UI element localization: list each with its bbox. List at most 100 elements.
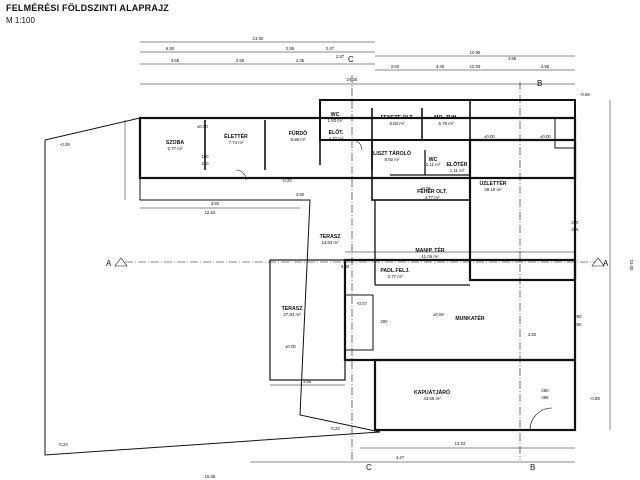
room-area: 11.06 m² bbox=[421, 254, 439, 259]
section-marker: C bbox=[348, 55, 354, 64]
drawing-title: FELMÉRÉSI FÖLDSZINTI ALAPRAJZ bbox=[6, 3, 169, 13]
dimension-text: 3.00 bbox=[341, 264, 350, 269]
dimension-text: 255 bbox=[571, 227, 579, 232]
dimension-text: 13.02 bbox=[455, 441, 466, 446]
level-marker: -0.88 bbox=[580, 92, 590, 97]
section-marker: B bbox=[530, 463, 535, 472]
dimension-text: 2.90 bbox=[296, 192, 305, 197]
dimension-text: 3.55 bbox=[171, 58, 180, 63]
room-name: FEHÉR OLT. bbox=[417, 187, 447, 195]
dimension-text: 260 bbox=[541, 388, 549, 393]
room-name: FÜRDŐ bbox=[289, 130, 307, 137]
room-name: FEKETE OLT. bbox=[381, 115, 414, 121]
room-area: 1.11 m² bbox=[426, 162, 441, 167]
room-area: 7.74 m² bbox=[229, 140, 244, 145]
wall-uzletter bbox=[468, 138, 577, 282]
dimension-texts: 24.25 13.30 10.95 6.50 2.55 2.47 3.55 2.… bbox=[166, 36, 634, 479]
room-name: WC bbox=[429, 157, 438, 163]
walls bbox=[44, 99, 577, 456]
dimension-text: 10.93 bbox=[470, 64, 481, 69]
courtyard-outline bbox=[44, 117, 381, 456]
dimension-text: 2.55 bbox=[236, 58, 245, 63]
dimension-lines bbox=[124, 41, 611, 463]
section-markers: A A B B C C bbox=[106, 55, 609, 472]
dimension-text: 4.35 bbox=[296, 58, 305, 63]
section-marker: B bbox=[537, 79, 542, 88]
dimension-text: 3.50 bbox=[528, 332, 537, 337]
room-area: 4.77 m² bbox=[425, 195, 440, 200]
room-area: 5.79 m² bbox=[439, 121, 454, 126]
section-marker: A bbox=[603, 259, 609, 268]
room-labels: SZOBA 5.77 m² ÉLETTÉR 7.74 m² FÜRDŐ 6.89… bbox=[166, 112, 507, 401]
dimension-text: 6.50 bbox=[166, 46, 175, 51]
door-swing bbox=[529, 407, 553, 431]
wall-terasz-south bbox=[269, 259, 346, 381]
section-marker: A bbox=[106, 259, 112, 268]
room-name: KAPUÁTJÁRÓ bbox=[414, 388, 450, 396]
dimension-text: 19.00 bbox=[629, 260, 634, 271]
dimension-text: 2.55 bbox=[286, 46, 295, 51]
room-name: ÉLETTÉR bbox=[224, 132, 248, 140]
room-area: 5.77 m² bbox=[168, 146, 183, 151]
dimension-text: 3.50 bbox=[211, 201, 220, 206]
dimension-text: 210 bbox=[201, 161, 209, 166]
dimension-text: 290 bbox=[574, 314, 582, 319]
stairs bbox=[344, 294, 374, 351]
level-marker: -0.28 bbox=[60, 142, 70, 147]
level-marker: ±0.00 bbox=[285, 344, 296, 349]
wall-kapuatjaro bbox=[373, 358, 577, 432]
room-area: 4.27 m² bbox=[329, 136, 344, 141]
dimension-text: 3.85 bbox=[303, 379, 312, 384]
level-marker: ±0.00 bbox=[484, 134, 495, 139]
room-name: ELŐTÉR bbox=[446, 160, 467, 168]
dimension-text: 12.62 bbox=[205, 210, 216, 215]
room-name: PADL.FELJ. bbox=[380, 268, 410, 274]
room-name: LISZT TÁROLÓ bbox=[373, 149, 411, 157]
section-triangle bbox=[591, 257, 605, 267]
section-lines bbox=[125, 75, 595, 460]
room-name: ÜZLETTÉR bbox=[479, 179, 506, 187]
dimension-text: 4.95 bbox=[541, 64, 550, 69]
room-name: TERASZ bbox=[320, 234, 342, 240]
dimension-text: 255 bbox=[574, 322, 582, 327]
level-marker: ±0.00 bbox=[197, 124, 208, 129]
dimension-text: 100 bbox=[201, 154, 209, 159]
dimension-text: 290 bbox=[571, 220, 579, 225]
room-name: MO.-ZUH. bbox=[434, 115, 458, 121]
door-swing bbox=[351, 139, 363, 151]
level-markers: ±0.00 -0.28 -0.20 -0.23 -0.23 ±0.00 -0.8… bbox=[58, 92, 600, 447]
dimension-text: 2.60 bbox=[391, 64, 400, 69]
room-area: 6.82 m² bbox=[390, 121, 405, 126]
room-area: 1.11 m² bbox=[450, 168, 465, 173]
wall-lower-block bbox=[343, 258, 577, 362]
level-marker: -0.23 bbox=[58, 442, 68, 447]
dimension-text: 24.25 bbox=[347, 77, 358, 82]
room-name: MUNKATÉR bbox=[455, 314, 485, 322]
room-area: 3.77 m² bbox=[388, 274, 403, 279]
room-area: 49.18 m² bbox=[484, 187, 502, 192]
dimension-text: 13.30 bbox=[253, 36, 264, 41]
room-name: TERASZ bbox=[282, 306, 304, 312]
level-marker: -0.88 bbox=[590, 396, 600, 401]
drawing-scale: M 1:100 bbox=[6, 16, 35, 25]
dimension-text: 3.45 bbox=[436, 64, 445, 69]
dimension-text: 290 bbox=[380, 319, 388, 324]
door-swing bbox=[235, 169, 247, 181]
room-name: WC bbox=[331, 112, 340, 118]
dimension-text: 4.95 bbox=[508, 56, 517, 61]
dimension-text: 15.36 bbox=[205, 474, 216, 479]
room-area: 27.93 m² bbox=[283, 312, 301, 317]
level-marker: -0.23 bbox=[330, 426, 340, 431]
dimension-text: 10.95 bbox=[470, 50, 481, 55]
dimension-text: 2.37 bbox=[336, 54, 345, 59]
level-marker: ±0.00 bbox=[540, 134, 551, 139]
stairs-top-right bbox=[554, 117, 576, 149]
section-marker: C bbox=[366, 463, 372, 472]
level-marker: +0.07 bbox=[356, 301, 367, 306]
level-marker: -0.20 bbox=[282, 178, 292, 183]
room-area: 1.93 m² bbox=[328, 118, 343, 123]
room-area: 14.93 m² bbox=[321, 240, 339, 245]
room-area: 8.92 m² bbox=[385, 157, 400, 162]
level-marker: ±0.00 bbox=[420, 186, 431, 191]
